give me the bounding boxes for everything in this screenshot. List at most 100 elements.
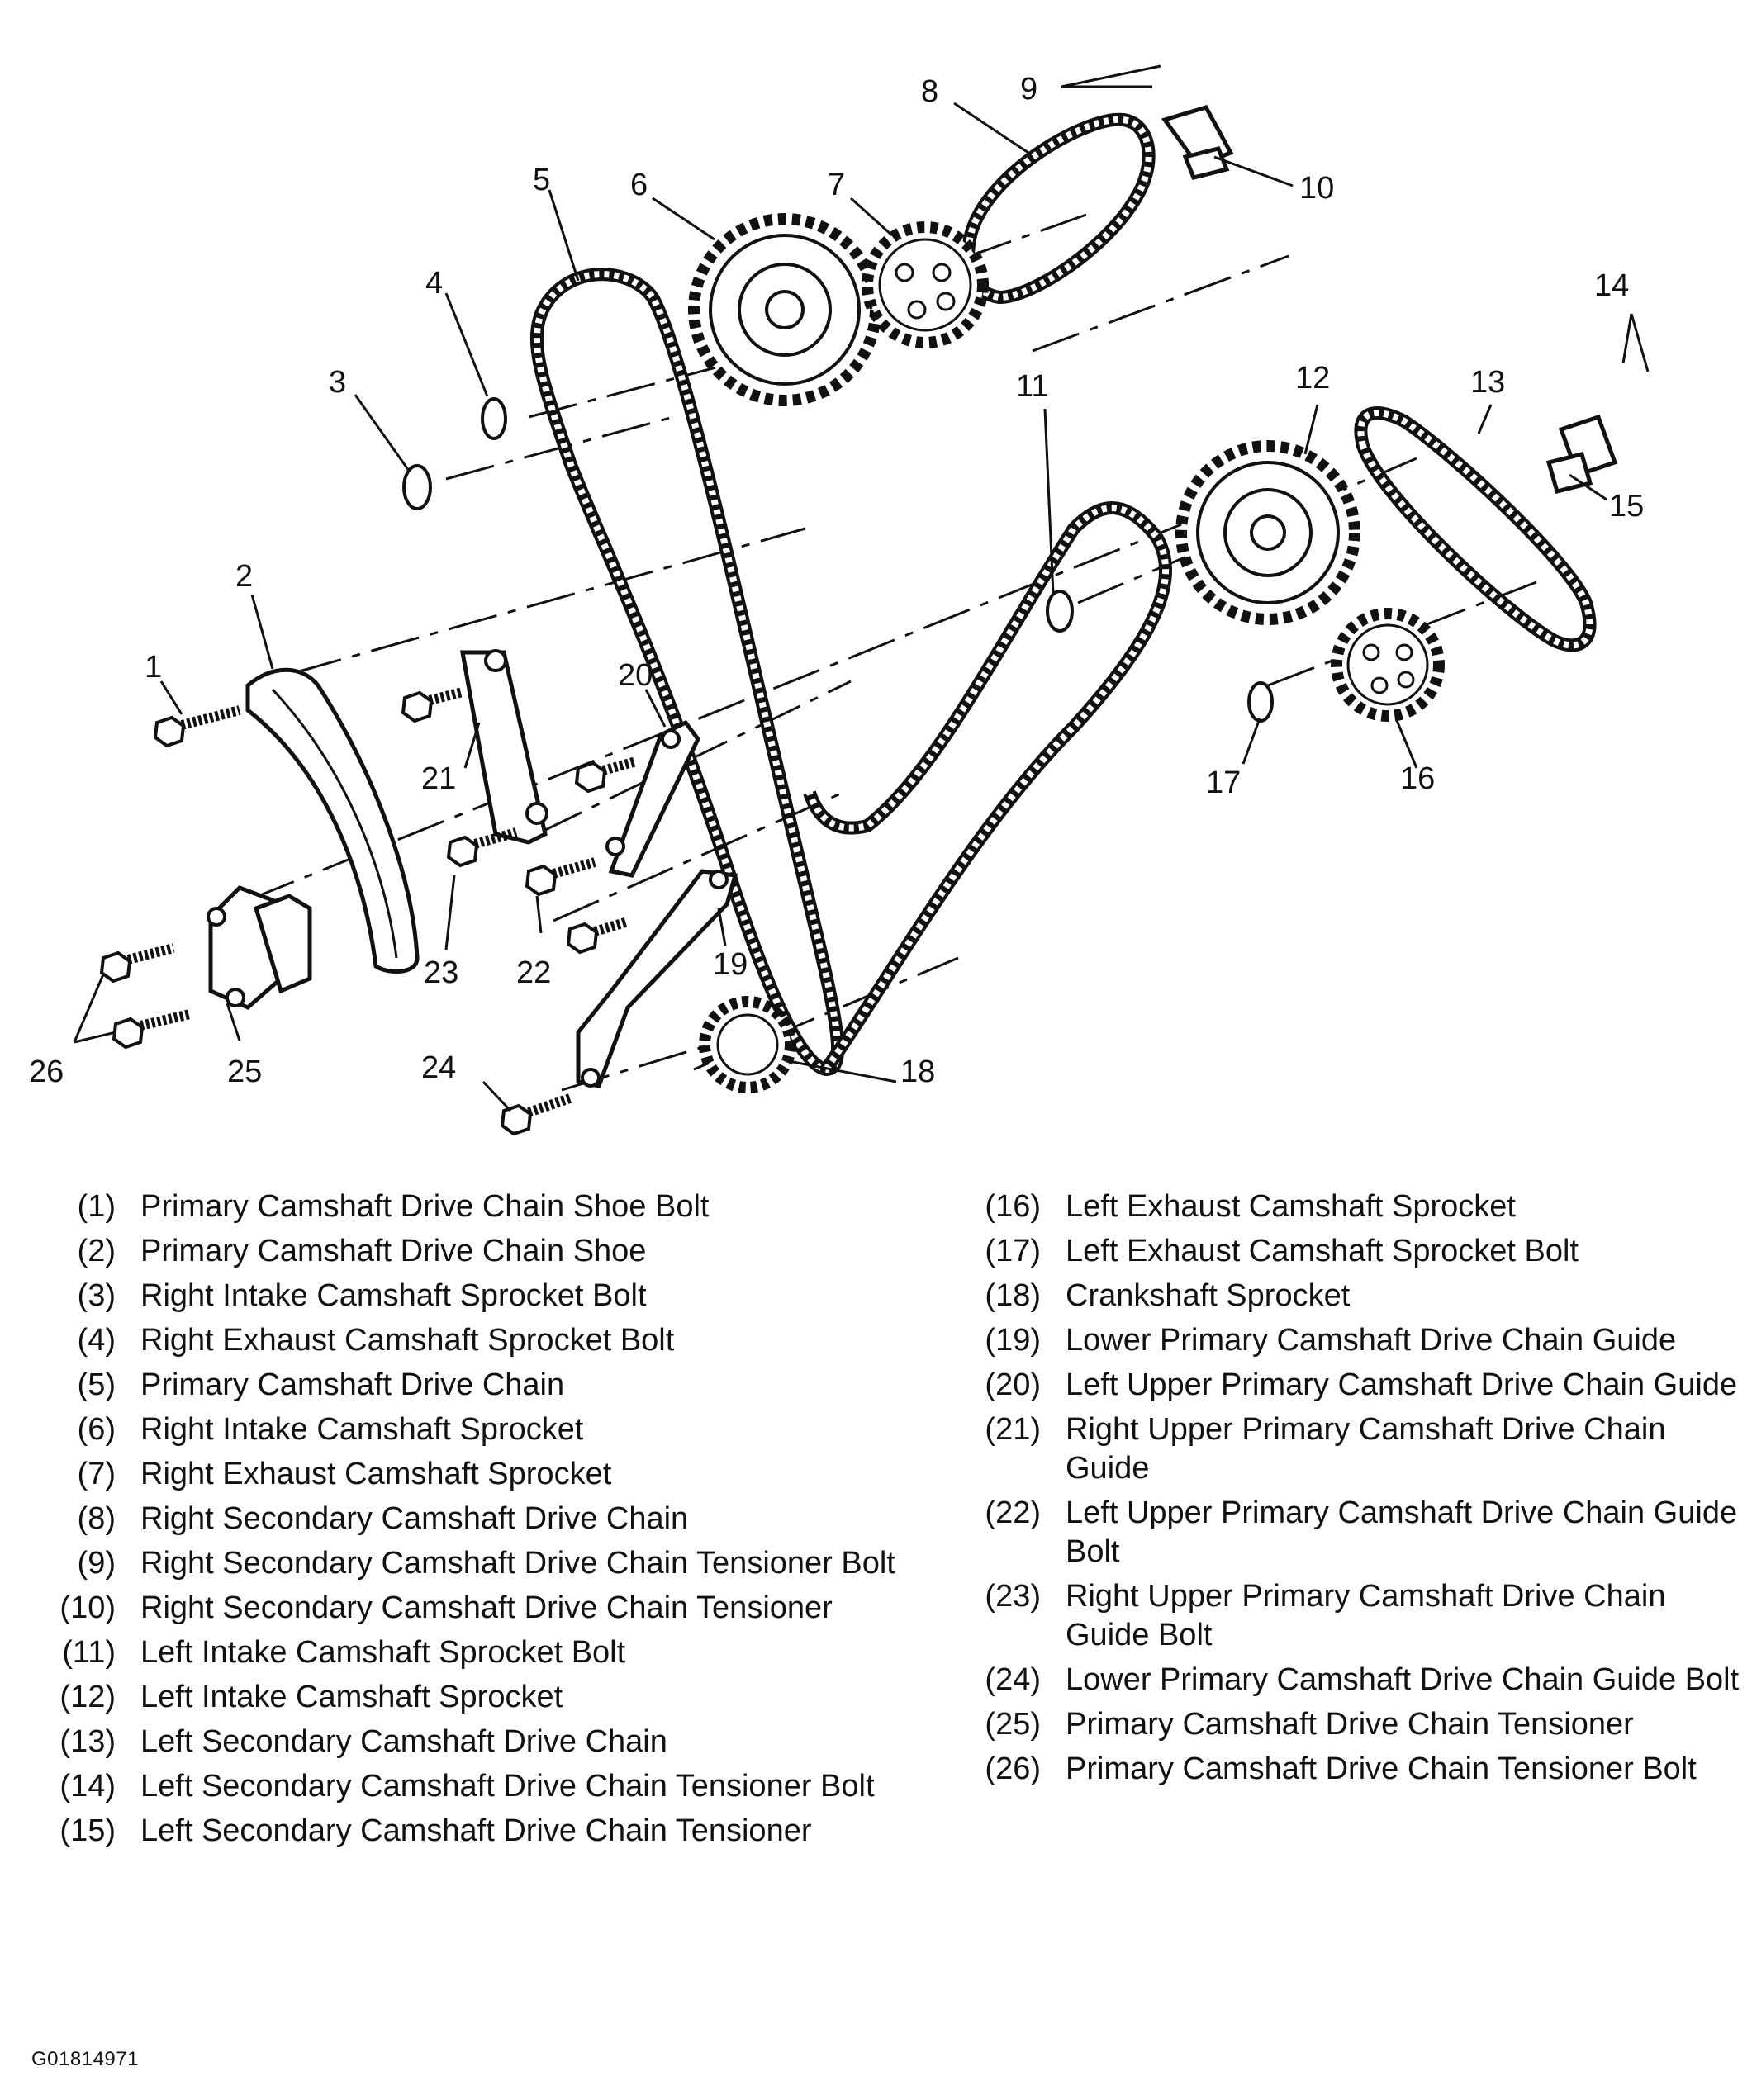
- legend-number: (22): [985, 1496, 1041, 1530]
- legend-text: Right Secondary Camshaft Drive Chain: [140, 1501, 689, 1536]
- legend-text: Right Upper Primary Camshaft Drive Chain…: [1066, 1579, 1666, 1652]
- legend-number: (13): [59, 1724, 116, 1759]
- legend-item: (13) Left Secondary Camshaft Drive Chain: [25, 1723, 909, 1761]
- legend-number: (25): [985, 1707, 1041, 1742]
- legend-number: (17): [985, 1234, 1041, 1268]
- legend-item: (4)Right Exhaust Camshaft Sprocket Bolt: [25, 1321, 909, 1360]
- legend-number: (20): [985, 1368, 1041, 1402]
- legend-left-column: (1) Primary Camshaft Drive Chain Shoe Bol…: [25, 1187, 909, 1856]
- legend-number: (18): [985, 1278, 1041, 1313]
- legend-item: (18) Crankshaft Sprocket: [950, 1277, 1743, 1315]
- legend-item: (25) Primary Camshaft Drive Chain Tension…: [950, 1705, 1743, 1744]
- legend-right-column: (16)Left Exhaust Camshaft Sprocket (17)L…: [950, 1187, 1743, 1794]
- callout-18: 18: [900, 1055, 935, 1089]
- legend-number: (9): [77, 1546, 116, 1581]
- callout-4: 4: [425, 266, 443, 301]
- legend-text: Right Secondary Camshaft Drive Chain Ten…: [140, 1546, 895, 1581]
- callout-25: 25: [227, 1055, 262, 1089]
- legend-text: Left Exhaust Camshaft Sprocket Bolt: [1066, 1234, 1579, 1268]
- legend-item: (24)Lower Primary Camshaft Drive Chain G…: [950, 1661, 1743, 1699]
- callout-12: 12: [1295, 361, 1330, 396]
- chain-shoe: [245, 667, 420, 974]
- callout-19: 19: [713, 947, 748, 982]
- legend-item: (22) Left Upper Primary Camshaft Drive Ch…: [950, 1494, 1743, 1571]
- legend-text: Primary Camshaft Drive Chain Tensioner: [1066, 1707, 1634, 1742]
- legend-number: (10): [59, 1590, 116, 1625]
- legend-text: Primary Camshaft Drive Chain Shoe Bolt: [140, 1189, 710, 1224]
- callout-23: 23: [424, 955, 458, 990]
- callout-17: 17: [1206, 766, 1241, 800]
- legend-number: (26): [985, 1752, 1041, 1786]
- legend-text: Left Intake Camshaft Sprocket: [140, 1680, 563, 1714]
- leader-lines: [73, 64, 1650, 1112]
- legend-item: (14)Left Secondary Camshaft Drive Chain …: [25, 1767, 909, 1806]
- left-upper-guide: [605, 719, 700, 878]
- legend-text: Right Upper Primary Camshaft Drive Chain…: [1066, 1412, 1666, 1486]
- callout-2: 2: [235, 559, 253, 594]
- legend-number: (2): [77, 1234, 116, 1268]
- legend-item: (19)Lower Primary Camshaft Drive Chain G…: [950, 1321, 1743, 1360]
- right-upper-guide: [460, 649, 548, 845]
- legend-text: Left Secondary Camshaft Drive Chain: [140, 1724, 667, 1759]
- legend-number: (21): [985, 1412, 1041, 1447]
- callout-8: 8: [921, 74, 938, 109]
- legend-text: Right Exhaust Camshaft Sprocket: [140, 1457, 612, 1491]
- right-secondary-tensioner: [1161, 105, 1234, 180]
- callout-26: 26: [29, 1055, 64, 1089]
- exploded-timing-chain-diagram: 1 2 3 4 5 6 7 8 9 10 11 12 13 14 15 16 1…: [29, 64, 1650, 1136]
- legend-item: (7)Right Exhaust Camshaft Sprocket: [25, 1455, 909, 1494]
- legend-item: (3)Right Intake Camshaft Sprocket Bolt: [25, 1277, 909, 1315]
- legend-item: (12) Left Intake Camshaft Sprocket: [25, 1678, 909, 1717]
- legend-item: (15) Left Secondary Camshaft Drive Chain …: [25, 1812, 909, 1851]
- sprocket-bolts: [402, 397, 1274, 723]
- callout-11: 11: [1016, 369, 1048, 404]
- legend-item: (21) Right Upper Primary Camshaft Drive C…: [950, 1410, 1743, 1488]
- legend-text: Right Secondary Camshaft Drive Chain Ten…: [140, 1590, 833, 1625]
- legend-text: Lower Primary Camshaft Drive Chain Guide…: [1066, 1662, 1740, 1697]
- callout-15: 15: [1609, 489, 1644, 524]
- callout-labels: 1 2 3 4 5 6 7 8 9 10 11 12 13 14 15 16 1…: [29, 72, 1644, 1089]
- legend-number: (4): [77, 1323, 116, 1358]
- callout-10: 10: [1299, 171, 1334, 206]
- legend-number: (1): [77, 1189, 116, 1224]
- legend-text: Left Secondary Camshaft Drive Chain Tens…: [140, 1769, 875, 1804]
- legend-item: (2) Primary Camshaft Drive Chain Shoe: [25, 1232, 909, 1271]
- legend-item: (20) Left Upper Primary Camshaft Drive Ch…: [950, 1366, 1743, 1405]
- left-secondary-chain: [1354, 406, 1597, 652]
- callout-7: 7: [828, 168, 845, 202]
- legend-number: (3): [77, 1278, 116, 1313]
- legend-number: (23): [985, 1579, 1041, 1614]
- callout-24: 24: [421, 1050, 456, 1085]
- legend-item: (17) Left Exhaust Camshaft Sprocket Bolt: [950, 1232, 1743, 1271]
- legend-number: (15): [59, 1813, 116, 1848]
- legend-text: Primary Camshaft Drive Chain Tensioner B…: [1066, 1752, 1697, 1786]
- legend-number: (11): [62, 1635, 116, 1670]
- callout-6: 6: [630, 168, 648, 202]
- legend-text: Left Intake Camshaft Sprocket Bolt: [140, 1635, 626, 1670]
- legend-text: Lower Primary Camshaft Drive Chain Guide: [1066, 1323, 1677, 1358]
- legend-text: Left Secondary Camshaft Drive Chain Tens…: [140, 1813, 812, 1848]
- legend-number: (5): [77, 1368, 116, 1402]
- legend-number: (6): [77, 1412, 116, 1447]
- legend-item: (5)Primary Camshaft Drive Chain: [25, 1366, 909, 1405]
- callout-20: 20: [618, 658, 653, 693]
- legend-text: Right Intake Camshaft Sprocket: [140, 1412, 584, 1447]
- legend-number: (16): [985, 1189, 1041, 1224]
- legend-number: (12): [59, 1680, 116, 1714]
- right-secondary-chain: [961, 112, 1156, 305]
- callout-21: 21: [421, 761, 456, 796]
- left-intake-sprocket: [1175, 440, 1360, 625]
- legend-item: (10) Right Secondary Camshaft Drive Chain…: [25, 1589, 909, 1628]
- legend-item: (26) Primary Camshaft Drive Chain Tension…: [950, 1750, 1743, 1789]
- legend-text: Left Upper Primary Camshaft Drive Chain …: [1066, 1368, 1738, 1402]
- callout-9: 9: [1020, 72, 1037, 107]
- legend-text: Left Upper Primary Camshaft Drive Chain …: [1066, 1496, 1738, 1569]
- right-exhaust-sprocket: [862, 221, 989, 348]
- lower-guide: [576, 869, 738, 1088]
- legend-text: Crankshaft Sprocket: [1066, 1278, 1351, 1313]
- legend-item: (23) Right Upper Primary Camshaft Drive C…: [950, 1577, 1743, 1655]
- hex-bolts: [99, 690, 607, 1136]
- legend-text: Primary Camshaft Drive Chain Shoe: [140, 1234, 647, 1268]
- figure-id: G01814971: [31, 2048, 139, 2070]
- bolt-shanks: [126, 687, 638, 1117]
